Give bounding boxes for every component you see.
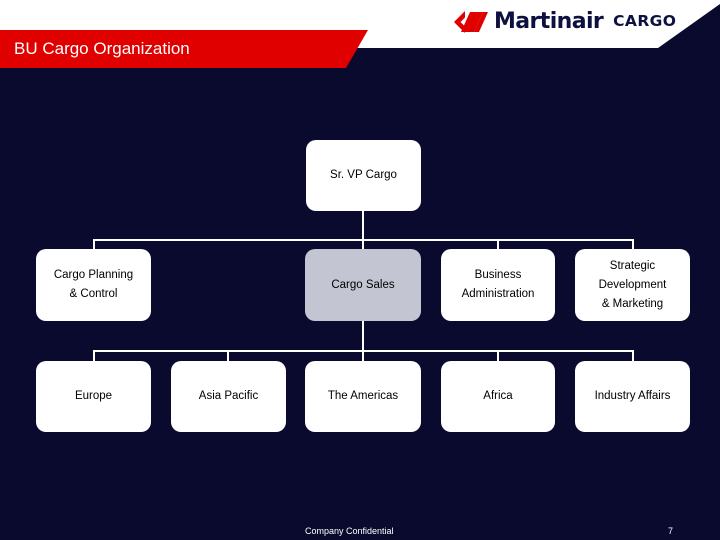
brand-logo: Martinair CARGO (452, 6, 676, 38)
brand-name: Martinair (494, 9, 604, 34)
martinair-chevron-slashes-icon (454, 11, 488, 33)
org-node-label: The Americas (327, 390, 399, 402)
footer-page-number: 7 (668, 526, 674, 536)
org-node-label: Business Administration (461, 269, 535, 300)
org-node-cargo-planning-control[interactable]: Cargo Planning & Control (36, 249, 151, 321)
org-node-cargo-sales[interactable]: Cargo Sales (305, 249, 421, 321)
org-node-europe[interactable]: Europe (36, 361, 151, 432)
org-node-industry-affairs[interactable]: Industry Affairs (575, 361, 690, 432)
org-node-sr-vp-cargo[interactable]: Sr. VP Cargo (306, 140, 421, 211)
org-node-label: Strategic Development & Marketing (598, 259, 667, 310)
org-node-africa[interactable]: Africa (441, 361, 555, 432)
org-node-strategic-development-marketing[interactable]: Strategic Development & Marketing (575, 249, 690, 321)
connector-drop-asia-pacific (227, 350, 229, 362)
brand-suffix: CARGO (613, 12, 677, 31)
org-node-label: Sr. VP Cargo (330, 169, 397, 181)
org-node-label: Europe (74, 390, 113, 402)
title-banner (0, 30, 368, 68)
connector-drop-business-admin (497, 239, 499, 250)
org-node-label: Cargo Planning & Control (53, 269, 134, 300)
connector-drop-africa (497, 350, 499, 362)
org-node-label: Cargo Sales (331, 278, 395, 291)
connector-drop-the-americas (362, 350, 364, 362)
connector-drop-europe (93, 350, 95, 362)
connector-drop-cargo-sales (362, 239, 364, 250)
connector-drop-cargo-planning (93, 239, 95, 250)
connector-root-stem (362, 210, 364, 240)
org-node-asia-pacific[interactable]: Asia Pacific (171, 361, 286, 432)
connector-drop-strategic-dev (632, 239, 634, 250)
org-node-label: Industry Affairs (594, 390, 671, 402)
org-node-label: Africa (483, 390, 513, 402)
org-node-business-administration[interactable]: Business Administration (441, 249, 555, 321)
page-title: BU Cargo Organization (14, 39, 190, 58)
org-node-the-americas[interactable]: The Americas (305, 361, 421, 432)
footer-confidential-text: Company Confidential (305, 526, 394, 536)
connector-drop-industry-affairs (632, 350, 634, 362)
org-node-label: Asia Pacific (198, 390, 259, 402)
connector-cargo-sales-stem (362, 321, 364, 351)
